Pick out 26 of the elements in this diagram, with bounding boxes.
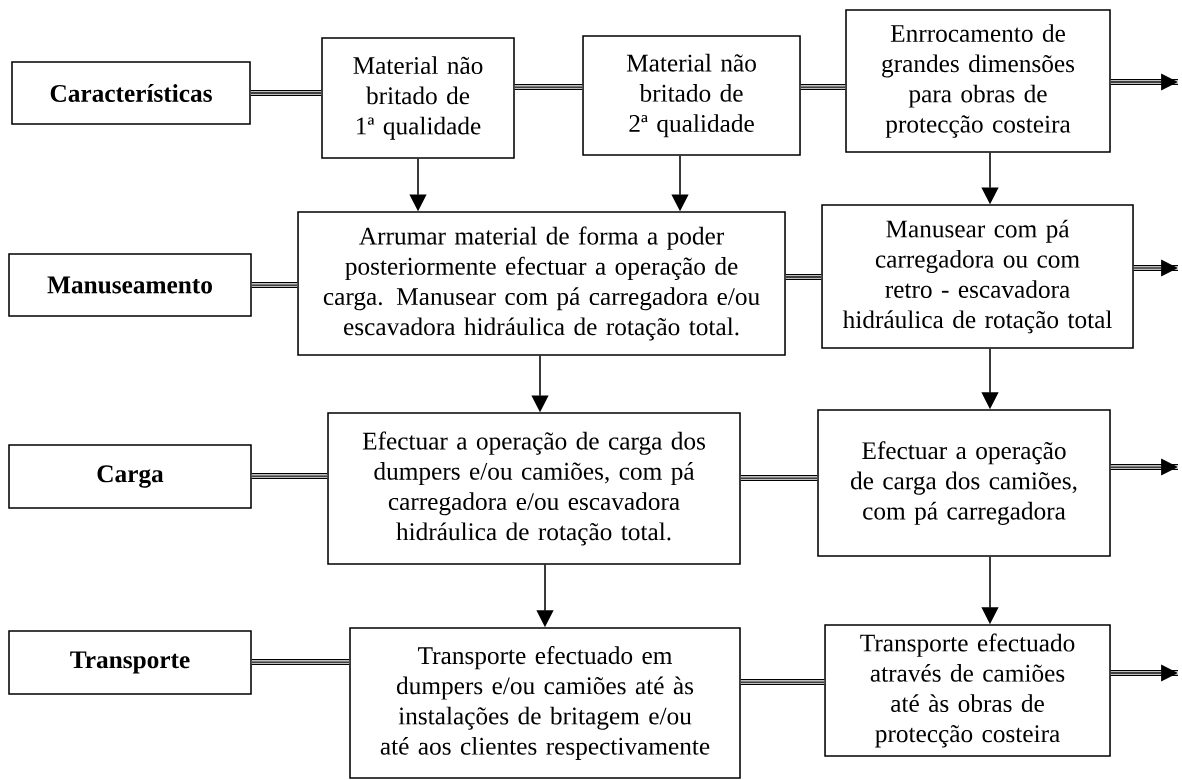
triple-line: [251, 658, 350, 666]
triple-line-arrow: [1110, 664, 1178, 682]
process-box: Transporte efectuado em dumpers e/ou camiões até às instalações de britagem e/ou até aos clientes respectivamente: [349, 627, 741, 779]
triple-line-arrow: [1133, 259, 1178, 277]
process-box: Efectuar a operação de carga dos dumpers e/ou camiões, com pá carregadora e/ou escavadora hidráulica de rotação total.: [327, 412, 741, 565]
category-box: Características: [11, 61, 251, 125]
triple-line: [800, 83, 846, 91]
process-box: Manusear com pá carregadora ou com retro - escavadora hidráulica de rotação total: [821, 204, 1134, 349]
triple-line-arrow: [1110, 73, 1178, 91]
process-box: Transporte efectuado através de camiões até às obras de protecção costeira: [824, 624, 1111, 757]
category-box: Carga: [8, 444, 252, 509]
triple-line-arrow: [1110, 458, 1178, 476]
process-box: Arrumar material de forma a poder posteriormente efectuar a operação de carga. Manusear com pá carregadora e/ou escavadora hidráulica de rotação total.: [297, 211, 786, 356]
process-box: Efectuar a operação de carga dos camiões, com pá carregadora: [817, 409, 1111, 557]
triple-line: [250, 89, 322, 97]
category-box: Manuseamento: [8, 253, 252, 317]
process-box: Material não britado de 2ª qualidade: [582, 35, 801, 156]
process-box: Enrrocamento de grandes dimensões para obras de protecção costeira: [845, 9, 1111, 153]
triple-line: [785, 273, 822, 281]
triple-line: [514, 83, 583, 91]
triple-line: [740, 678, 825, 686]
triple-line: [740, 474, 818, 482]
category-box: Transporte: [8, 630, 252, 695]
triple-line: [251, 472, 328, 480]
triple-line: [251, 281, 298, 289]
process-box: Material não britado de 1ª qualidade: [321, 37, 515, 159]
